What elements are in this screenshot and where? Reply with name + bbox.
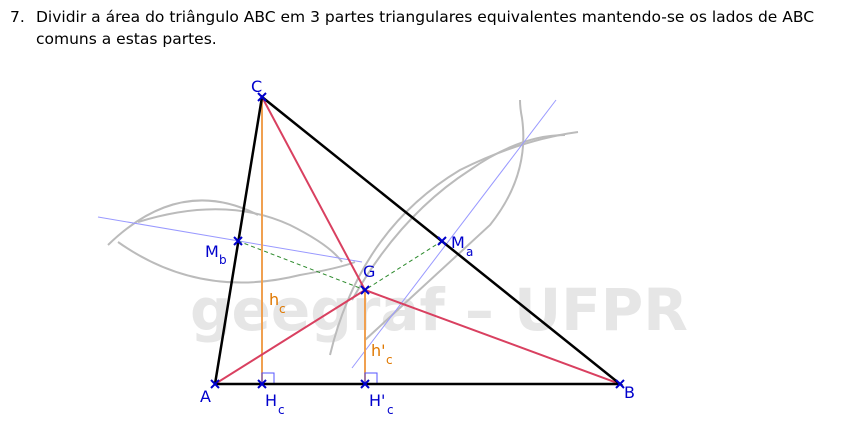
dashed-ma-g	[364, 240, 443, 291]
problem-statement: 7. Dividir a área do triângulo ABC em 3 p…	[10, 6, 840, 50]
segment-a-g	[214, 289, 366, 385]
label-height-hc-sub: c	[279, 302, 286, 316]
problem-number: 7.	[10, 8, 25, 26]
label-height-hc: h	[269, 290, 279, 309]
label-mb-sub: b	[219, 253, 227, 267]
label-c: C	[251, 77, 262, 96]
point-b	[615, 379, 625, 389]
point-mb	[233, 236, 243, 246]
label-hpc: H'	[369, 391, 385, 410]
bisector-bc	[351, 99, 557, 369]
arc-bc-left	[329, 131, 579, 356]
watermark: geegraf – UFPR	[190, 276, 688, 344]
label-ma-sub: a	[466, 245, 473, 259]
point-markers	[210, 92, 625, 389]
perpendicular-bisectors	[97, 99, 557, 369]
label-hpc-sub: c	[387, 403, 394, 417]
label-hc-sub: c	[278, 403, 285, 417]
label-a: A	[200, 387, 211, 406]
problem-text-1: Dividir a área do triângulo ABC em 3 par…	[36, 8, 815, 26]
arc-bc-right	[364, 99, 525, 341]
point-hc	[257, 379, 267, 389]
segment-b-g	[364, 289, 621, 385]
bisector-ac	[97, 216, 363, 263]
point-c	[257, 92, 267, 102]
point-g	[360, 285, 370, 295]
arc-ac-lower	[117, 241, 356, 284]
heights	[261, 97, 366, 384]
segment-c-g	[261, 96, 366, 291]
arc-bc-left-2	[351, 134, 566, 301]
arc-ac-upper-2	[137, 208, 343, 263]
label-mb: M	[205, 242, 219, 261]
medians	[214, 96, 621, 385]
label-height-hpc-sub: c	[386, 353, 393, 367]
dashed-lines	[237, 240, 443, 291]
right-angle-marks	[261, 372, 378, 385]
problem-line-2: comuns a estas partes.	[36, 30, 217, 48]
construction-arcs	[107, 99, 579, 356]
label-ma: M	[451, 233, 465, 252]
arc-ac-upper	[107, 199, 259, 246]
label-hc: H	[265, 391, 277, 410]
point-ma	[437, 236, 447, 246]
point-a	[210, 379, 220, 389]
problem-line-1: 7. Dividir a área do triângulo ABC em 3 p…	[10, 6, 840, 28]
label-height-hpc: h'	[371, 341, 386, 360]
dashed-mb-g	[237, 240, 366, 291]
label-b: B	[624, 383, 635, 402]
label-g: G	[363, 262, 375, 281]
point-hpc	[360, 379, 370, 389]
